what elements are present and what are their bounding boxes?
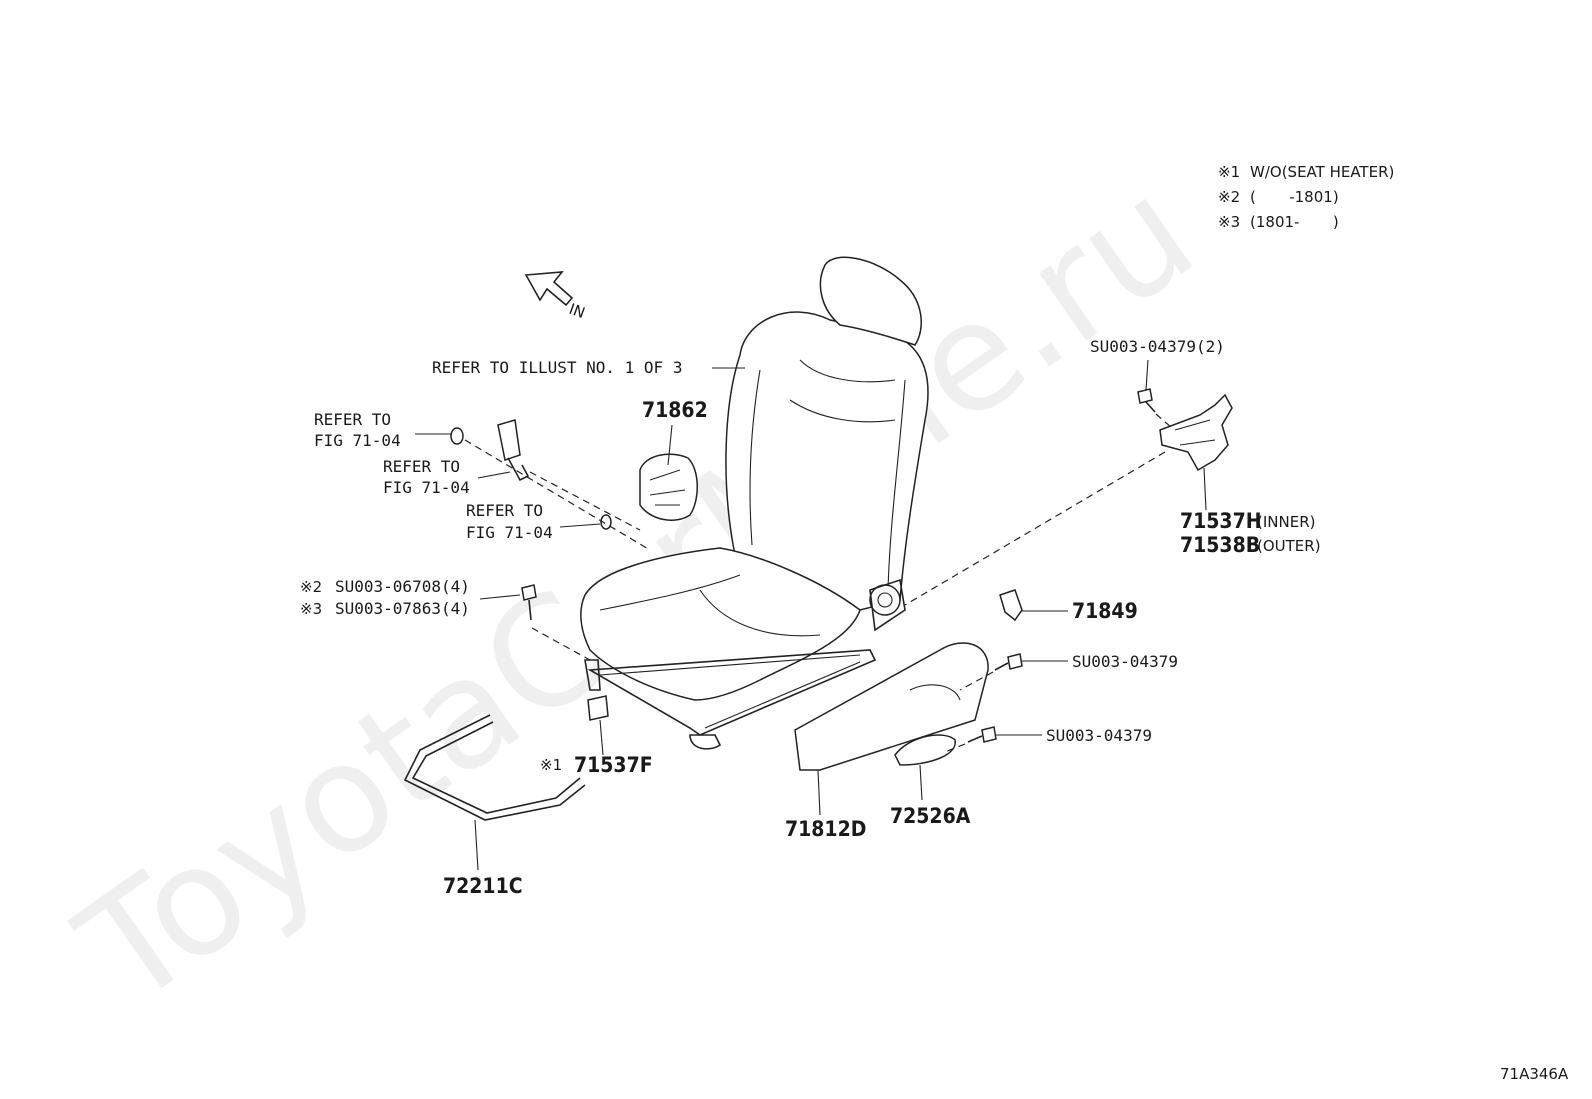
- part-71862-cover: 71862: [639, 398, 708, 521]
- refer-illust-label: REFER TO ILLUST NO. 1 OF 3: [432, 358, 682, 377]
- part-number-71812d: 71812D: [785, 817, 866, 841]
- note-1-text: W/O(SEAT HEATER): [1250, 163, 1394, 181]
- refer-fig-b-line1: REFER TO: [383, 457, 460, 476]
- seat-back: [725, 256, 929, 611]
- part-number-71537f: 71537F: [574, 753, 653, 777]
- diagram-id: 71A346A: [1500, 1065, 1569, 1083]
- recliner-mechanism: [869, 578, 906, 632]
- seat-rail: [584, 649, 877, 750]
- part-71537h-bracket: [1159, 393, 1233, 511]
- part-number-su003-07863: SU003-07863(4): [335, 599, 470, 618]
- note-3-mark: ※3: [1218, 213, 1240, 231]
- su06708-mark: ※2: [300, 578, 322, 596]
- part-number-72526a: 72526A: [890, 804, 971, 828]
- refer-fig-c-line1: REFER TO: [466, 501, 543, 520]
- part-71537h-note: (INNER): [1257, 513, 1315, 531]
- part-number-su003-04379-a: SU003-04379: [1072, 652, 1178, 671]
- part-number-71862: 71862: [642, 398, 708, 422]
- part-71812d-side-cover: [794, 642, 989, 816]
- su07863-mark: ※3: [300, 600, 322, 618]
- note-2-mark: ※2: [1218, 188, 1240, 206]
- part-number-71537h: 71537H: [1180, 509, 1262, 533]
- seatbelt-buckle: [450, 419, 612, 530]
- note-1-mark: ※1: [1218, 163, 1240, 181]
- part-72526a-knob: [894, 734, 956, 801]
- bolt-su003-04379-2: [1137, 388, 1156, 413]
- refer-fig-a-line1: REFER TO: [314, 410, 391, 429]
- refer-fig-a-line2: FIG 71-04: [314, 431, 401, 450]
- bolt-su003-06708: [521, 584, 537, 621]
- refer-fig-b-line2: FIG 71-04: [383, 478, 470, 497]
- footnotes: ※1 W/O(SEAT HEATER) ※2 ( -1801) ※3 (1801…: [1218, 163, 1394, 231]
- part-71849-clip: [999, 589, 1023, 622]
- part-number-su003-04379-b: SU003-04379: [1046, 726, 1152, 745]
- screw-su003-04379-lower: [967, 726, 997, 743]
- part-number-71849: 71849: [1072, 599, 1138, 623]
- part-number-71538b: 71538B: [1180, 533, 1260, 557]
- part-71538b-note: (OUTER): [1257, 537, 1321, 555]
- screw-su003-04379-upper: [994, 653, 1023, 671]
- part-number-su003-06708: SU003-06708(4): [335, 577, 470, 596]
- note-2-text: ( -1801): [1250, 188, 1339, 206]
- refer-fig-c-line2: FIG 71-04: [466, 523, 553, 542]
- part-number-72211c: 72211C: [443, 874, 523, 898]
- note-3-text: (1801- ): [1250, 213, 1339, 231]
- direction-arrow-icon: IN: [524, 271, 588, 322]
- direction-label: IN: [567, 300, 588, 322]
- part-number-su003-04379-2: SU003-04379(2): [1090, 337, 1225, 356]
- part-71537f-pad: [587, 695, 609, 756]
- part-71537f-mark: ※1: [540, 756, 562, 774]
- part-72211c-wire: [403, 714, 586, 871]
